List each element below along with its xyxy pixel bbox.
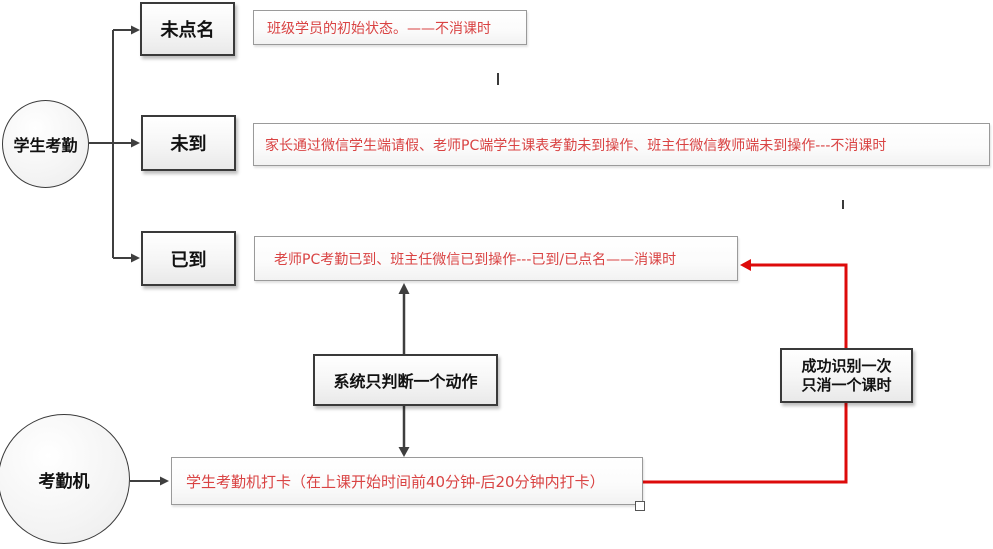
selection-handle[interactable] (635, 501, 645, 511)
node-recognize-once-label: 成功识别一次 只消一个课时 (801, 357, 891, 395)
node-student-attendance[interactable]: 学生考勤 (2, 100, 89, 188)
node-recognize-once[interactable]: 成功识别一次 只消一个课时 (780, 348, 913, 403)
arrowhead-down (398, 447, 410, 457)
recognize-once-line1: 成功识别一次 (801, 356, 892, 375)
note-arrived[interactable]: 老师PC考勤已到、班主任微信已到操作---已到/已点名——消课时 (254, 236, 738, 281)
node-not-arrived-label: 未到 (170, 134, 207, 155)
note-not-called[interactable]: 班级学员的初始状态。——不消课时 (253, 10, 527, 45)
note-punch-text: 学生考勤机打卡（在上课开始时间前40分钟-后20分钟内打卡） (186, 472, 605, 491)
note-arrived-text: 老师PC考勤已到、班主任微信已到操作---已到/已点名——消课时 (274, 251, 677, 268)
node-system-rule[interactable]: 系统只判断一个动作 (313, 354, 498, 406)
node-arrived-label: 已到 (170, 249, 207, 271)
arrowhead-punch (160, 476, 169, 486)
node-not-called[interactable]: 未点名 (140, 2, 235, 56)
node-arrived[interactable]: 已到 (141, 231, 236, 286)
node-not-called-label: 未点名 (160, 20, 215, 41)
node-attendance-machine[interactable]: 考勤机 (0, 414, 130, 544)
arrowhead-red-left (740, 259, 751, 271)
note-not-arrived[interactable]: 家长通过微信学生端请假、老师PC端学生课表考勤未到操作、班主任微信教师端未到操作… (253, 123, 990, 166)
node-student-attendance-label: 学生考勤 (13, 136, 78, 155)
note-not-arrived-text: 家长通过微信学生端请假、老师PC端学生课表考勤未到操作、班主任微信教师端未到操作… (265, 137, 887, 154)
node-system-rule-label: 系统只判断一个动作 (333, 372, 478, 391)
note-not-called-text: 班级学员的初始状态。——不消课时 (267, 20, 491, 37)
note-punch[interactable]: 学生考勤机打卡（在上课开始时间前40分钟-后20分钟内打卡） (171, 457, 643, 505)
node-not-arrived[interactable]: 未到 (141, 115, 236, 171)
branch-connector[interactable] (89, 29, 132, 259)
arrowhead-arrived (131, 253, 140, 263)
recognize-once-line2: 只消一个课时 (801, 375, 892, 394)
cursor-tick-top (497, 73, 499, 85)
node-attendance-machine-label: 考勤机 (38, 471, 90, 492)
arrowhead-not-called (131, 25, 140, 35)
arrowhead-not-arrived (131, 138, 140, 148)
arrowhead-up (398, 283, 410, 294)
cursor-tick-middle (842, 200, 844, 209)
